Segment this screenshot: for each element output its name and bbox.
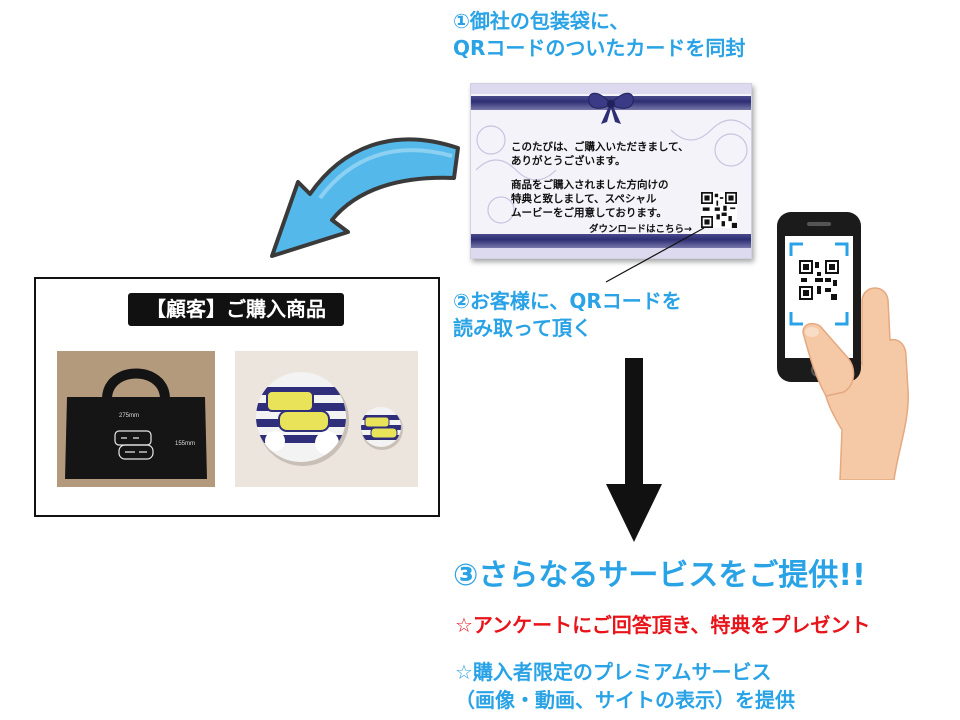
step2-line2: 読み取って頂く (453, 316, 592, 340)
badges-photo (235, 351, 418, 487)
bag-logo-icon (114, 430, 154, 460)
bag-height-label: 155mm (175, 441, 195, 447)
card-lace-bottom (471, 248, 751, 258)
step1-line2: QRコードのついたカードを同封 (453, 36, 746, 60)
benefit-premium: ☆購入者限定のプレミアムサービス （画像・動画、サイトの表示）を提供 (455, 658, 795, 714)
card-line5: ムービーをご用意しております。 (511, 207, 667, 219)
benefit-survey: ☆アンケートにご回答頂き、特典をプレゼント (455, 613, 871, 637)
card-message-1: このたびは、ご購入いただきまして、 ありがとうございます。 (511, 140, 689, 168)
qr-card-image: このたびは、ご購入いただきまして、 ありがとうございます。 商品をご購入されまし… (470, 83, 752, 259)
qr-code-icon (701, 192, 737, 228)
pointer-line (605, 227, 705, 283)
card-message-2: 商品をご購入されました方向けの 特典と致しまして、スペシャル ムービーをご用意し… (511, 178, 669, 220)
step3-heading: ③さらなるサービスをご提供!! (453, 558, 866, 593)
tote-bag-photo: 275mm 155mm (57, 351, 215, 487)
benefit-premium-line2: （画像・動画、サイトの表示）を提供 (455, 688, 795, 712)
card-line3: 商品をご購入されました方向けの (511, 179, 669, 191)
phone-speaker (807, 222, 831, 226)
benefit-premium-line1: ☆購入者限定のプレミアムサービス (455, 660, 772, 684)
down-arrow-icon (606, 358, 662, 542)
step1-line1: ①御社の包装袋に、 (453, 9, 630, 33)
step1-caption: ①御社の包装袋に、 QRコードのついたカードを同封 (453, 8, 745, 62)
step2-line1: ②お客様に、QRコードを (453, 289, 682, 313)
card-ribbon-band-bottom (471, 234, 751, 248)
curved-arrow-left-icon (270, 137, 460, 258)
card-lace-top (471, 84, 751, 94)
badges-image (235, 351, 418, 487)
panel-title: 【顧客】ご購入商品 (128, 293, 344, 326)
bag-width-label: 275mm (119, 413, 139, 419)
card-line1: このたびは、ご購入いただきまして、 (511, 141, 689, 153)
ribbon-bow-icon (588, 92, 634, 124)
thumb-icon (802, 322, 855, 397)
step2-caption: ②お客様に、QRコードを 読み取って頂く (453, 288, 682, 342)
card-line4: 特典と致しまして、スペシャル (511, 193, 657, 205)
card-download-label: ダウンロードはこちら→ (589, 224, 692, 235)
card-line2: ありがとうございます。 (511, 155, 626, 167)
tote-bag-image: 275mm 155mm (57, 351, 215, 487)
phone-qr-scan-icon (789, 242, 849, 326)
